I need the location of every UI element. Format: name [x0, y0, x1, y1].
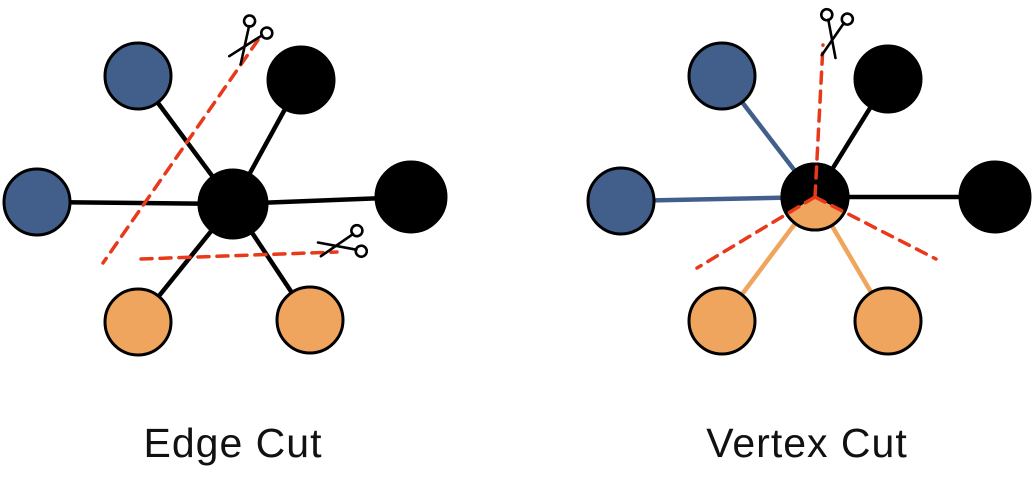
graph-node-blue-left [2, 167, 72, 237]
graph-node-black-right [374, 160, 448, 234]
vertex-cut-group [586, 7, 1032, 356]
vertex-cut-label: Vertex Cut [706, 420, 907, 466]
cut-line [813, 195, 938, 261]
graph-node-black-top-right [266, 45, 336, 115]
center-node-outline [780, 162, 850, 232]
cut-line [695, 195, 817, 270]
scissors-icon [316, 223, 369, 259]
graph-node-black-top-right [853, 44, 923, 114]
graph-node-orange-bottom-right [853, 286, 923, 356]
cut-line [813, 43, 825, 199]
graph-node-orange-bottom-right [275, 285, 345, 355]
center-node [197, 168, 269, 240]
graph-node-black-right [958, 160, 1032, 234]
graph-node-blue-top-left [687, 41, 757, 111]
graph-node-blue-top-left [103, 41, 173, 111]
cut-line [101, 38, 260, 265]
scissors-icon [227, 14, 274, 66]
edge-cut-label: Edge Cut [144, 420, 323, 466]
graph-node-blue-left [586, 166, 656, 236]
edge-cut-group [2, 14, 448, 357]
graph-node-orange-bottom-left [103, 287, 173, 357]
scissors-icon [819, 7, 855, 60]
center-node-wedge [786, 197, 845, 230]
cut-line [139, 250, 339, 261]
graph-node-orange-bottom-left [687, 286, 757, 356]
